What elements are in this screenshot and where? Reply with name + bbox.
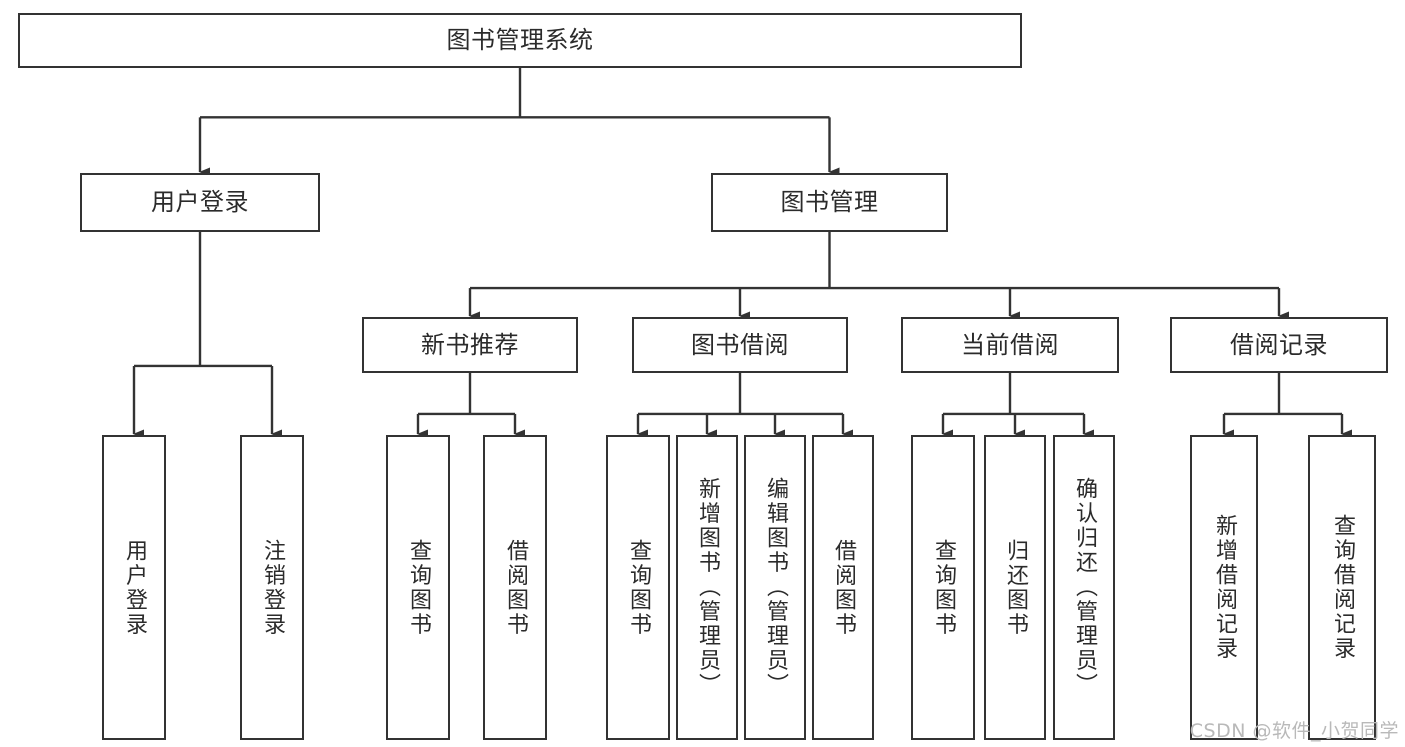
node-leaf-c1: 查询图书 xyxy=(606,435,670,740)
node-label: 新增图书（管理员） xyxy=(695,477,720,698)
node-label: 借阅图书 xyxy=(503,538,528,637)
node-label: 编辑图书（管理员） xyxy=(763,477,788,698)
node-label: 当前借阅 xyxy=(961,330,1059,359)
node-l2-record: 借阅记录 xyxy=(1170,317,1388,373)
node-label: 新书推荐 xyxy=(421,330,519,359)
node-leaf-b2: 借阅图书 xyxy=(483,435,547,740)
node-label: 用户登录 xyxy=(122,538,147,637)
node-leaf-c2: 新增图书（管理员） xyxy=(676,435,738,740)
node-label: 借阅记录 xyxy=(1230,330,1328,359)
csdn-watermark: CSDN @软件_小贺同学 xyxy=(1189,720,1399,742)
node-label: 图书借阅 xyxy=(691,330,789,359)
node-l2-borrow: 图书借阅 xyxy=(632,317,848,373)
node-label: 查询借阅记录 xyxy=(1330,514,1355,661)
node-leaf-d2: 归还图书 xyxy=(984,435,1046,740)
node-leaf-c3: 编辑图书（管理员） xyxy=(744,435,806,740)
node-l1-book: 图书管理 xyxy=(711,173,948,232)
node-l2-new: 新书推荐 xyxy=(362,317,578,373)
node-label: 查询图书 xyxy=(406,538,431,637)
node-l1-login: 用户登录 xyxy=(80,173,320,232)
node-label: 用户登录 xyxy=(151,188,249,217)
node-label: 查询图书 xyxy=(626,538,651,637)
node-leaf-d3: 确认归还（管理员） xyxy=(1053,435,1115,740)
node-label: 查询图书 xyxy=(931,538,956,637)
node-root: 图书管理系统 xyxy=(18,13,1022,68)
node-leaf-d1: 查询图书 xyxy=(911,435,975,740)
node-leaf-a1: 用户登录 xyxy=(102,435,166,740)
node-label: 新增借阅记录 xyxy=(1212,514,1237,661)
node-label: 借阅图书 xyxy=(831,538,856,637)
node-leaf-b1: 查询图书 xyxy=(386,435,450,740)
node-l2-current: 当前借阅 xyxy=(901,317,1119,373)
node-label: 注销登录 xyxy=(260,538,285,637)
node-label: 图书管理 xyxy=(780,188,879,217)
node-leaf-a2: 注销登录 xyxy=(240,435,304,740)
node-leaf-e1: 新增借阅记录 xyxy=(1190,435,1258,740)
node-leaf-c4: 借阅图书 xyxy=(812,435,874,740)
node-label: 归还图书 xyxy=(1003,538,1028,637)
node-leaf-e2: 查询借阅记录 xyxy=(1308,435,1376,740)
node-label: 确认归还（管理员） xyxy=(1072,477,1097,698)
node-label: 图书管理系统 xyxy=(446,26,594,55)
